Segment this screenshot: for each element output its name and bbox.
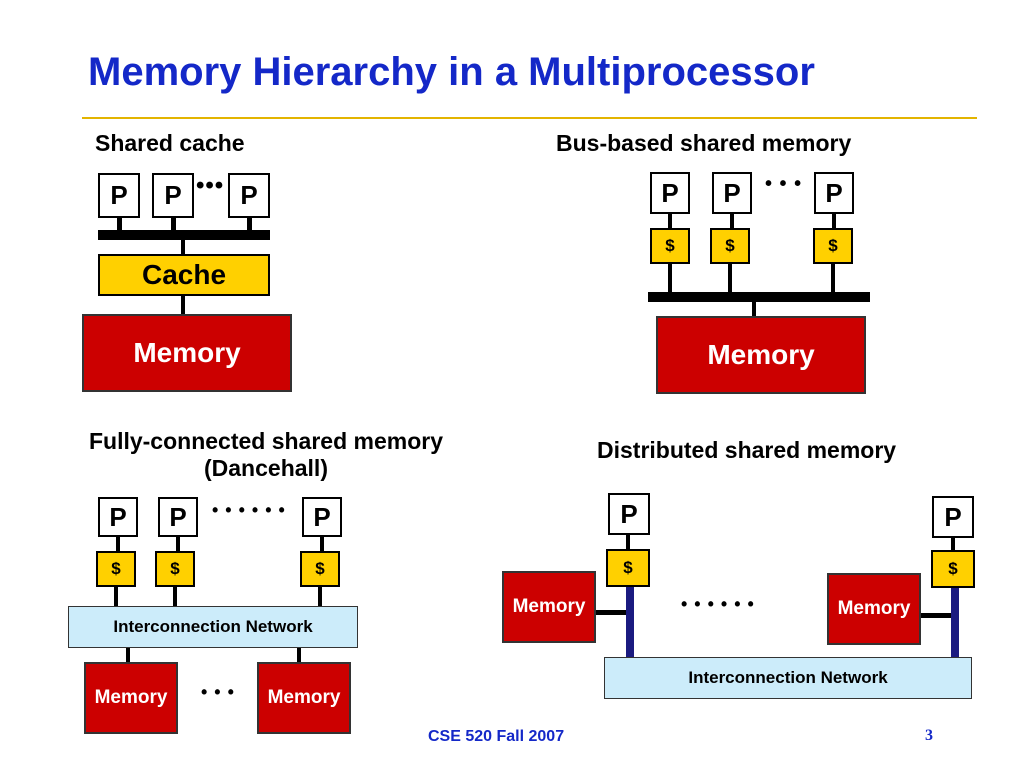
connector-line — [181, 296, 185, 314]
ellipsis-dots: • • • — [765, 173, 803, 195]
cache-box: $ — [300, 551, 340, 587]
interconnection-network: Interconnection Network — [68, 606, 358, 648]
connector-line — [668, 214, 672, 228]
connector-line — [596, 610, 626, 615]
connector-line — [730, 214, 734, 228]
processor-box: P — [228, 173, 270, 218]
interconnection-network: Interconnection Network — [604, 657, 972, 699]
connector-line — [318, 587, 322, 606]
processor-box: P — [152, 173, 194, 218]
connector-line — [297, 648, 301, 662]
cache-box: $ — [96, 551, 136, 587]
memory-box: Memory — [502, 571, 596, 643]
cache-box: $ — [813, 228, 853, 264]
connector-line — [114, 587, 118, 606]
processor-box: P — [608, 493, 650, 535]
processor-box: P — [98, 497, 138, 537]
memory-box: Memory — [84, 662, 178, 734]
shared-cache-heading: Shared cache — [95, 130, 245, 156]
connector-line — [951, 538, 955, 550]
ellipsis-dots: • • • — [201, 682, 235, 702]
bus-based-heading: Bus-based shared memory — [556, 130, 852, 156]
bus-bar — [648, 292, 870, 302]
connector-line — [832, 214, 836, 228]
cache-box: Cache — [98, 254, 270, 296]
ellipsis-dots: • • • • • • — [681, 594, 755, 614]
memory-box: Memory — [827, 573, 921, 645]
processor-box: P — [98, 173, 140, 218]
cache-box: $ — [650, 228, 690, 264]
distributed-heading: Distributed shared memory — [597, 437, 897, 463]
dancehall-heading: Fully-connected shared memory (Dancehall… — [20, 428, 512, 482]
connector-line — [116, 537, 120, 551]
cache-box: $ — [155, 551, 195, 587]
connector-line — [173, 587, 177, 606]
connector-line — [117, 218, 122, 230]
footer-course: CSE 520 Fall 2007 — [428, 728, 565, 745]
cache-box: $ — [710, 228, 750, 264]
connector-line — [247, 218, 252, 230]
cache-box: $ — [606, 549, 650, 587]
connector-line — [171, 218, 176, 230]
connector-line — [921, 613, 951, 618]
processor-box: P — [814, 172, 854, 214]
title-underline — [82, 117, 977, 119]
connector-line — [176, 537, 180, 551]
slide-title: Memory Hierarchy in a Multiprocessor — [88, 50, 815, 94]
processor-box: P — [650, 172, 690, 214]
processor-box: P — [158, 497, 198, 537]
connector-line — [126, 648, 130, 662]
connector-line — [626, 535, 630, 549]
bus-bar — [98, 230, 270, 240]
dancehall-heading-line2: (Dancehall) — [204, 455, 328, 481]
connector-line — [181, 240, 185, 254]
memory-box: Memory — [656, 316, 866, 394]
node-bus — [626, 587, 634, 657]
processor-box: P — [712, 172, 752, 214]
ellipsis-dots: ••• — [196, 172, 225, 199]
connector-line — [831, 264, 835, 292]
ellipsis-dots: • • • • • • — [212, 500, 286, 520]
dancehall-heading-line1: Fully-connected shared memory — [88, 428, 444, 454]
processor-box: P — [932, 496, 974, 538]
processor-box: P — [302, 497, 342, 537]
connector-line — [752, 302, 756, 316]
page-number: 3 — [925, 727, 933, 744]
memory-box: Memory — [82, 314, 292, 392]
connector-line — [728, 264, 732, 292]
connector-line — [668, 264, 672, 292]
node-bus — [951, 588, 959, 657]
memory-box: Memory — [257, 662, 351, 734]
cache-box: $ — [931, 550, 975, 588]
connector-line — [320, 537, 324, 551]
